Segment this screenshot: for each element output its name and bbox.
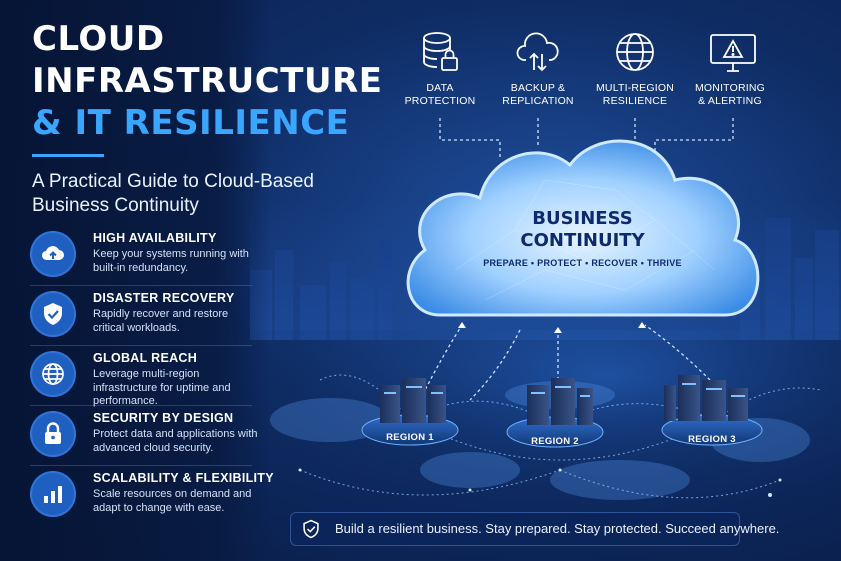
top-feature-backup-replication: BACKUP & REPLICATION [488, 30, 588, 107]
top-feature-label-line-2: REPLICATION [502, 94, 574, 107]
top-feature-data-protection: DATA PROTECTION [390, 30, 490, 107]
feature-list: HIGH AVAILABILITY Keep your systems runn… [30, 226, 274, 525]
database-lock-icon [417, 30, 463, 76]
title-line-3: & IT RESILIENCE [32, 103, 350, 143]
feature-title: SECURITY BY DESIGN [93, 411, 234, 425]
region-label: REGION 3 [688, 434, 736, 445]
cloud-sync-icon [515, 30, 561, 76]
top-feature-label-line-1: MULTI-REGION [595, 82, 675, 94]
subtitle: A Practical Guide to Cloud-Based Busines… [32, 171, 314, 216]
feature-title: SCALABILITY & FLEXIBILITY [93, 471, 274, 485]
title-line-2: INFRASTRUCTURE [32, 61, 383, 101]
feature-description: Keep your systems running with built-in … [93, 248, 249, 274]
top-feature-label-line-2: PROTECTION [404, 94, 476, 107]
feature-description: Protect data and applications with advan… [93, 428, 258, 454]
region-label: REGION 2 [531, 436, 579, 447]
feature-description: Rapidly recover and restore critical wor… [93, 308, 229, 334]
globe-icon [30, 351, 76, 397]
top-feature-label-line-2: & ALERTING [698, 94, 762, 107]
feature-description: Scale resources on demand and adapt to c… [93, 488, 252, 514]
business-continuity-cloud: BUSINESS CONTINUITY PREPARE • PROTECT • … [395, 120, 770, 330]
title-divider [32, 154, 104, 157]
shield-check-icon [301, 519, 321, 539]
bar-chart-icon [30, 471, 76, 517]
cloud-shape [406, 139, 760, 317]
footer-banner-text: Build a resilient business. Stay prepare… [335, 521, 780, 536]
footer-banner: Build a resilient business. Stay prepare… [290, 512, 779, 546]
top-feature-label-line-2: RESILIENCE [602, 94, 668, 107]
feature-title: GLOBAL REACH [93, 351, 198, 365]
cloud-tagline: PREPARE • PROTECT • RECOVER • THRIVE [483, 258, 682, 268]
globe-icon [612, 30, 658, 76]
feature-item: SECURITY BY DESIGN Protect data and appl… [30, 406, 258, 466]
feature-item: DISASTER RECOVERY Rapidly recover and re… [30, 286, 252, 346]
cloud-title-line-1: BUSINESS [532, 208, 633, 229]
feature-title: HIGH AVAILABILITY [93, 231, 217, 245]
page-title: CLOUD INFRASTRUCTURE & IT RESILIENCE [32, 18, 382, 144]
cloud-upload-icon [30, 231, 76, 277]
feature-description: Leverage multi-region infrastructure for… [93, 368, 231, 407]
region-label: REGION 1 [386, 432, 434, 443]
left-panel [0, 0, 270, 561]
top-feature-label-line-1: DATA [426, 82, 454, 94]
monitor-alert-icon [707, 30, 756, 76]
top-feature-label-line-1: MONITORING [694, 82, 766, 94]
feature-item: HIGH AVAILABILITY Keep your systems runn… [30, 226, 252, 286]
cloud-title-line-2: CONTINUITY [520, 230, 645, 251]
shield-check-icon [30, 291, 76, 337]
top-feature-multi-region: MULTI-REGION RESILIENCE [585, 30, 685, 107]
feature-title: DISASTER RECOVERY [93, 291, 235, 305]
title-line-1: CLOUD [32, 19, 165, 59]
feature-item: GLOBAL REACH Leverage multi-region infra… [30, 346, 252, 407]
lock-icon [30, 411, 76, 457]
top-feature-monitoring: MONITORING & ALERTING [680, 30, 780, 107]
top-feature-label-line-1: BACKUP & [510, 82, 566, 94]
feature-item: SCALABILITY & FLEXIBILITY Scale resource… [30, 466, 274, 525]
cloud-title: BUSINESS CONTINUITY [395, 208, 770, 252]
